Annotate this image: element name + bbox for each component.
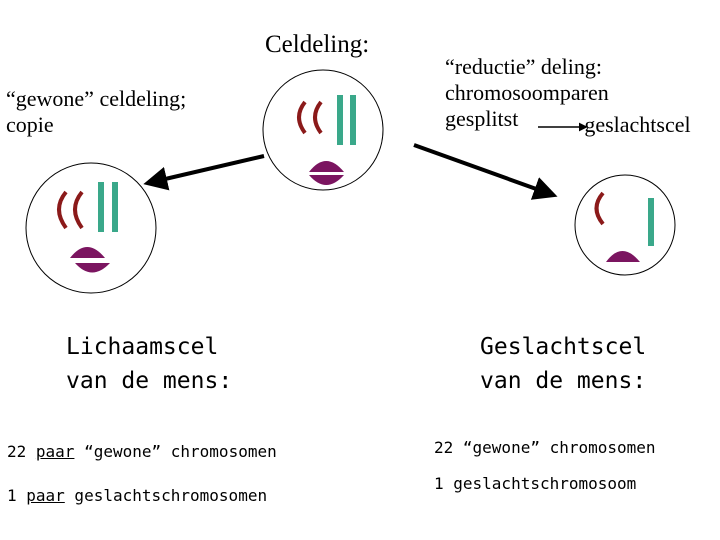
- mitosis-description-line1: “gewone” celdeling;: [6, 86, 187, 111]
- sex-cell-label-line1: Geslachtscel: [480, 334, 647, 360]
- sex-cell-label: Geslachtscel van de mens:: [480, 330, 646, 398]
- mitosis-arrow: [143, 154, 265, 191]
- sex-cell-sex-chromosome: [606, 251, 640, 262]
- body-cell-label: Lichaamscel van de mens:: [66, 330, 232, 398]
- sex-cell-label-line2: van de mens:: [480, 368, 647, 394]
- diagram-title: Celdeling:: [265, 31, 370, 58]
- sex-cell-red-chromosome: [594, 191, 605, 226]
- meiosis-arrow: [413, 143, 558, 200]
- parent-sex-chromosomes: [309, 161, 344, 185]
- parent-green-chromosomes: [337, 95, 356, 145]
- meiosis-split-text: gesplitst: [445, 106, 519, 131]
- sex-cell-fact-autosomes: 22 “gewone” chromosomen: [434, 438, 656, 457]
- body-cell-label-line1: Lichaamscel: [66, 334, 219, 360]
- meiosis-description: “reductie” deling: chromosoomparen gespl…: [445, 54, 691, 137]
- mitosis-description-line2: copie: [6, 112, 54, 137]
- meiosis-description-line3: gesplitst geslachtscel: [445, 106, 691, 137]
- body-cell-label-line2: van de mens:: [66, 368, 233, 394]
- body-sex-chromosomes: [70, 247, 110, 273]
- mitosis-description: “gewone” celdeling; copie: [6, 86, 186, 138]
- sex-cell: [574, 174, 676, 276]
- body-cell-fact-sex-chromosomes: 1 paar geslachtschromosomen: [7, 486, 268, 505]
- sex-cell-facts: 22 “gewone” chromosomen 1 geslachtschrom…: [434, 430, 656, 502]
- meiosis-description-line1: “reductie” deling:: [445, 54, 602, 79]
- body-cell: [25, 162, 157, 294]
- body-cell-fact-autosomes: 22 paar “gewone” chromosomen: [7, 442, 277, 461]
- sex-cell-green-chromosome: [648, 198, 654, 246]
- body-red-chromosomes: [57, 190, 84, 230]
- parent-red-chromosomes: [297, 100, 323, 135]
- meiosis-target-text: geslachtscel: [584, 112, 691, 137]
- body-green-chromosomes: [98, 182, 118, 232]
- parent-cell: [262, 69, 384, 191]
- sex-cell-fact-sex-chromosome: 1 geslachtschromosoom: [434, 474, 637, 493]
- body-cell-facts: 22 paar “gewone” chromosomen 1 paar gesl…: [7, 430, 277, 518]
- meiosis-description-line2: chromosoomparen: [445, 80, 609, 105]
